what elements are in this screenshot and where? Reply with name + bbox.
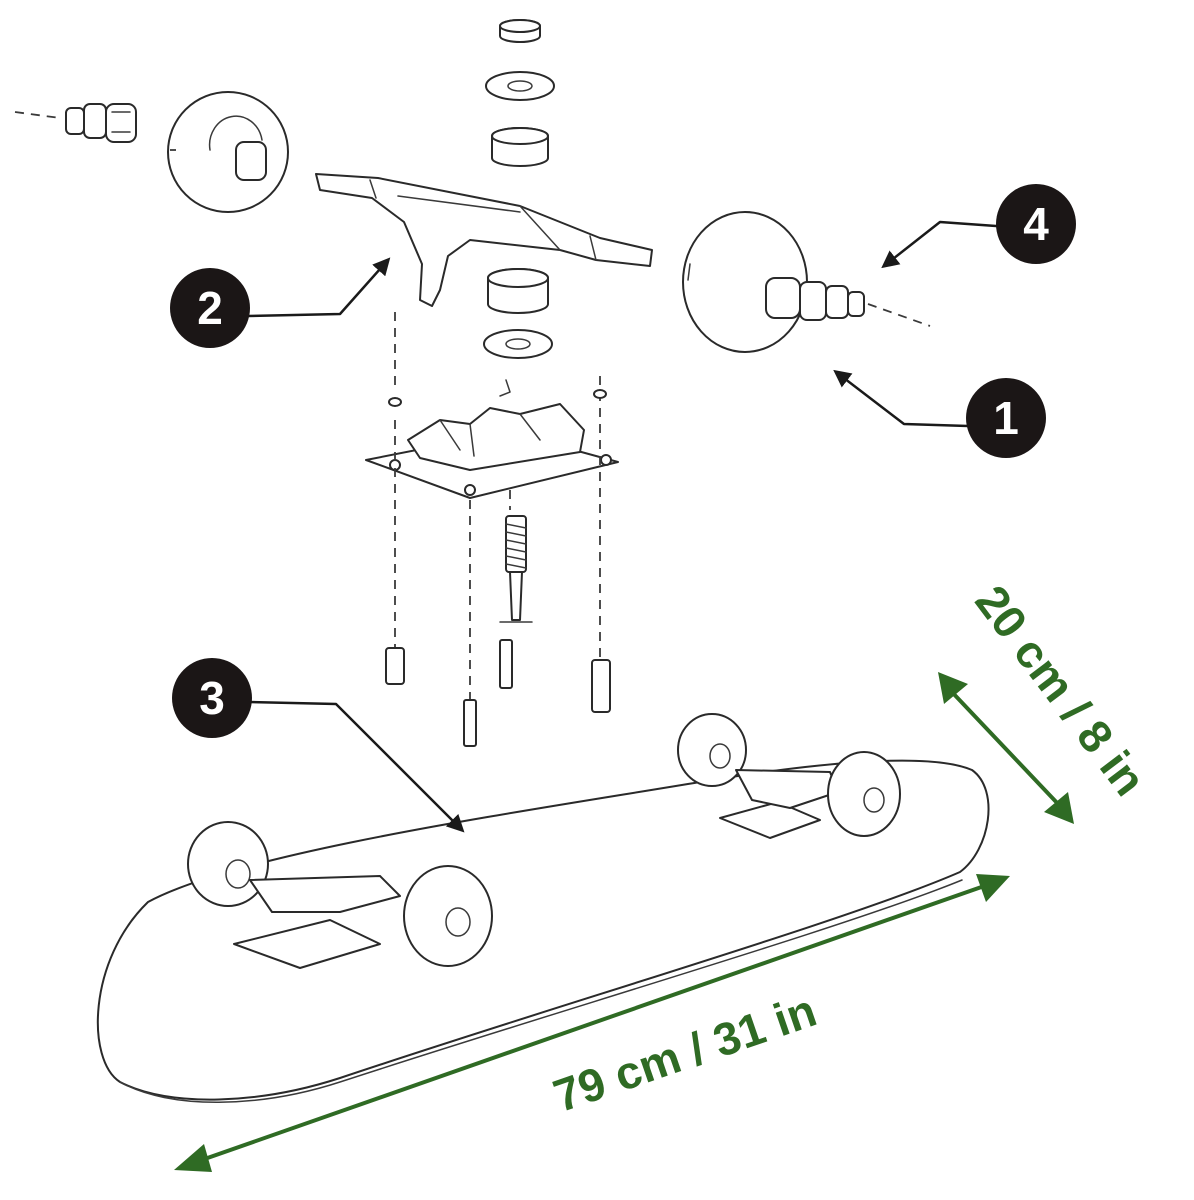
width-arrow-start-icon [938,672,968,704]
width-dimension-label: 20 cm / 8 in [965,576,1156,805]
length-dimension-label: 79 cm / 31 in [547,984,823,1122]
callout-1-label: 1 [993,392,1019,444]
mounting-guides [394,312,601,700]
front-truck [187,821,493,969]
left-axle-hardware [14,103,137,143]
right-axle-hardware [799,281,931,327]
left-wheel [167,91,289,213]
skateboard-deck [96,759,990,1101]
truck-baseplate [365,403,619,499]
callout-2: 2 [170,257,391,348]
callout-4-label: 4 [1023,198,1049,250]
width-arrow-end-icon [1044,792,1074,824]
callout-3: 3 [172,658,465,833]
kingpin-spring [499,515,533,623]
top-bolt-heads [388,389,607,407]
callout-3-label: 3 [199,672,225,724]
length-arrow-start-icon [174,1144,212,1172]
assembled-skateboard [96,713,990,1103]
back-truck [677,713,901,839]
exploded-truck-assembly [14,19,931,747]
right-wheel [682,211,808,353]
truck-hanger [315,173,653,307]
callout-4: 4 [881,184,1076,269]
bottom-bushing-stack [483,268,553,397]
callout-1: 1 [833,369,1046,458]
callout-2-label: 2 [197,282,223,334]
length-arrow-end-icon [976,874,1010,902]
bottom-hardware [385,639,611,747]
kingpin-top-stack [485,19,555,167]
